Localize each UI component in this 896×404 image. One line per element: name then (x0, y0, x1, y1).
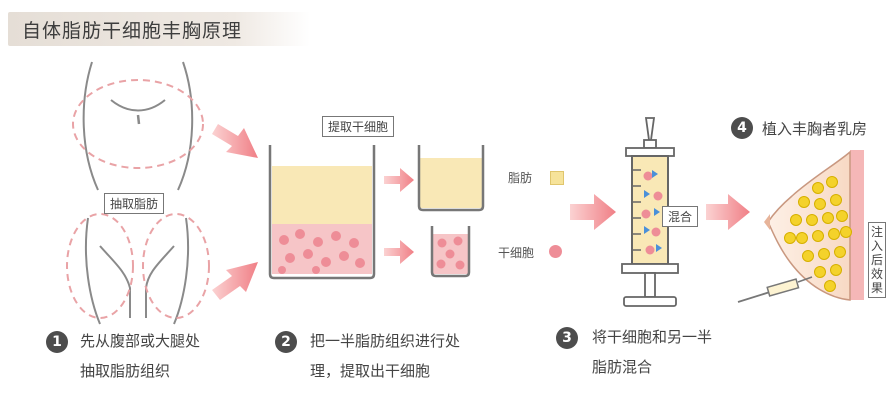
abdomen-extraction-zone (72, 79, 204, 169)
step-2-line-1: 把一半脂肪组织进行处 (310, 332, 461, 350)
mix-label: 混合 (662, 206, 699, 227)
title-banner: 自体脂肪干细胞丰胸原理 (8, 12, 310, 46)
step-3-number: 3 (556, 327, 578, 349)
step-3-line-2: 脂肪混合 (592, 358, 653, 376)
extract-stem-label: 提取干细胞 (322, 116, 395, 137)
step-2-line-2: 理，提取出干细胞 (310, 362, 431, 380)
page-title: 自体脂肪干细胞丰胸原理 (22, 20, 243, 42)
thigh-extraction-zone-right (142, 213, 210, 319)
breast-cross-section (764, 150, 864, 301)
thigh-figure (84, 217, 190, 325)
fat-beaker (417, 145, 485, 212)
inject-effect-label: 注入后效果 (868, 222, 886, 298)
stem-legend-swatch (549, 245, 562, 258)
arrow-abdomen-to-beaker (212, 124, 258, 158)
step-1-line-2: 抽取脂肪组织 (80, 362, 171, 380)
arrow-to-fat-beaker (384, 168, 414, 192)
fat-legend-label: 脂肪 (508, 171, 533, 185)
arrow-to-stem-beaker (384, 240, 414, 264)
stem-beaker-cells (436, 236, 465, 270)
step-4-text: 植入丰胸者乳房 (762, 120, 868, 138)
step-2-number: 2 (275, 331, 297, 353)
large-beaker-stem-cells (278, 229, 365, 274)
fat-legend-swatch (550, 171, 564, 185)
step-4-number: 4 (731, 117, 753, 139)
arrow-to-syringe (570, 194, 616, 230)
step-3-text: 将干细胞和另一半 脂肪混合 (592, 322, 712, 382)
step-1-text: 先从腹部或大腿处 抽取脂肪组织 (80, 326, 200, 386)
step-3-line-1: 将干细胞和另一半 (592, 328, 713, 346)
breast-fat-cells (784, 176, 852, 292)
stem-legend-label: 干细胞 (498, 246, 535, 260)
thigh-extraction-zone-left (66, 213, 134, 319)
large-beaker (268, 145, 376, 280)
injector-needle (737, 276, 813, 303)
extract-fat-label: 抽取脂肪 (104, 193, 165, 214)
step-1-number: 1 (46, 331, 68, 353)
abdomen-figure (82, 61, 194, 191)
step-1-line-1: 先从腹部或大腿处 (80, 332, 201, 350)
arrow-thigh-to-beaker (212, 262, 258, 300)
step-2-text: 把一半脂肪组织进行处 理，提取出干细胞 (310, 326, 460, 386)
arrow-to-breast (706, 194, 750, 230)
syringe-mixed-cells (641, 170, 663, 255)
